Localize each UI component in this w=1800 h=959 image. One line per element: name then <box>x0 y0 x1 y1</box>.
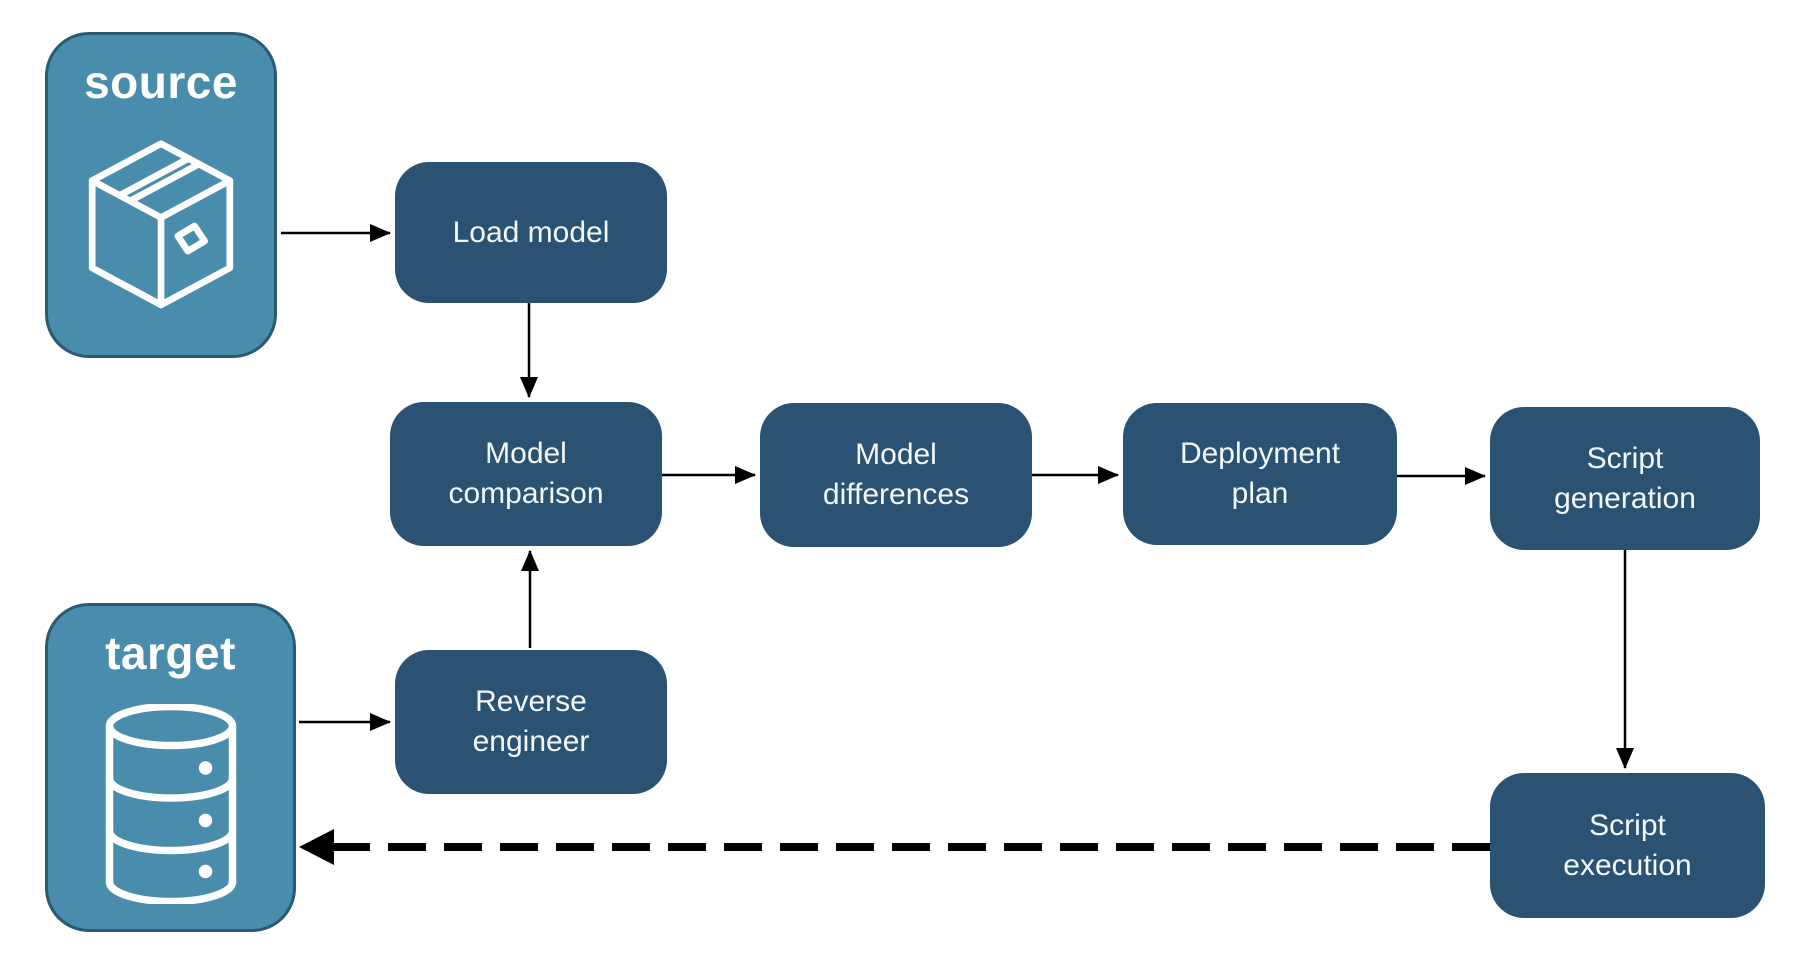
model-differences-node: Model differences <box>760 403 1032 547</box>
source-label: source <box>84 56 238 108</box>
deployment-plan-label: Deployment plan <box>1179 437 1341 510</box>
reverse-engineer-label: Reverse engineer <box>472 685 590 758</box>
script-generation-label: Script generation <box>1554 441 1696 515</box>
source-node: source <box>45 32 277 358</box>
script-execution-label: Script execution <box>1563 808 1692 882</box>
model-differences-label: Model differences <box>822 438 970 511</box>
deployment-plan-node: Deployment plan <box>1123 403 1397 545</box>
script-generation-node: Script generation <box>1490 407 1760 550</box>
model-comparison-label: Model comparison <box>448 437 604 510</box>
script-execution-node: Script execution <box>1490 773 1765 918</box>
reverse-engineer-node: Reverse engineer <box>395 650 667 794</box>
model-comparison-node: Model comparison <box>390 402 662 546</box>
load-model-label: Load model <box>452 215 610 249</box>
package-icon <box>48 108 274 355</box>
target-node: target <box>45 603 296 932</box>
target-label: target <box>105 627 236 679</box>
arrow-script-execution-to-target <box>299 829 1490 865</box>
load-model-node: Load model <box>395 162 667 303</box>
database-icon <box>48 679 293 929</box>
